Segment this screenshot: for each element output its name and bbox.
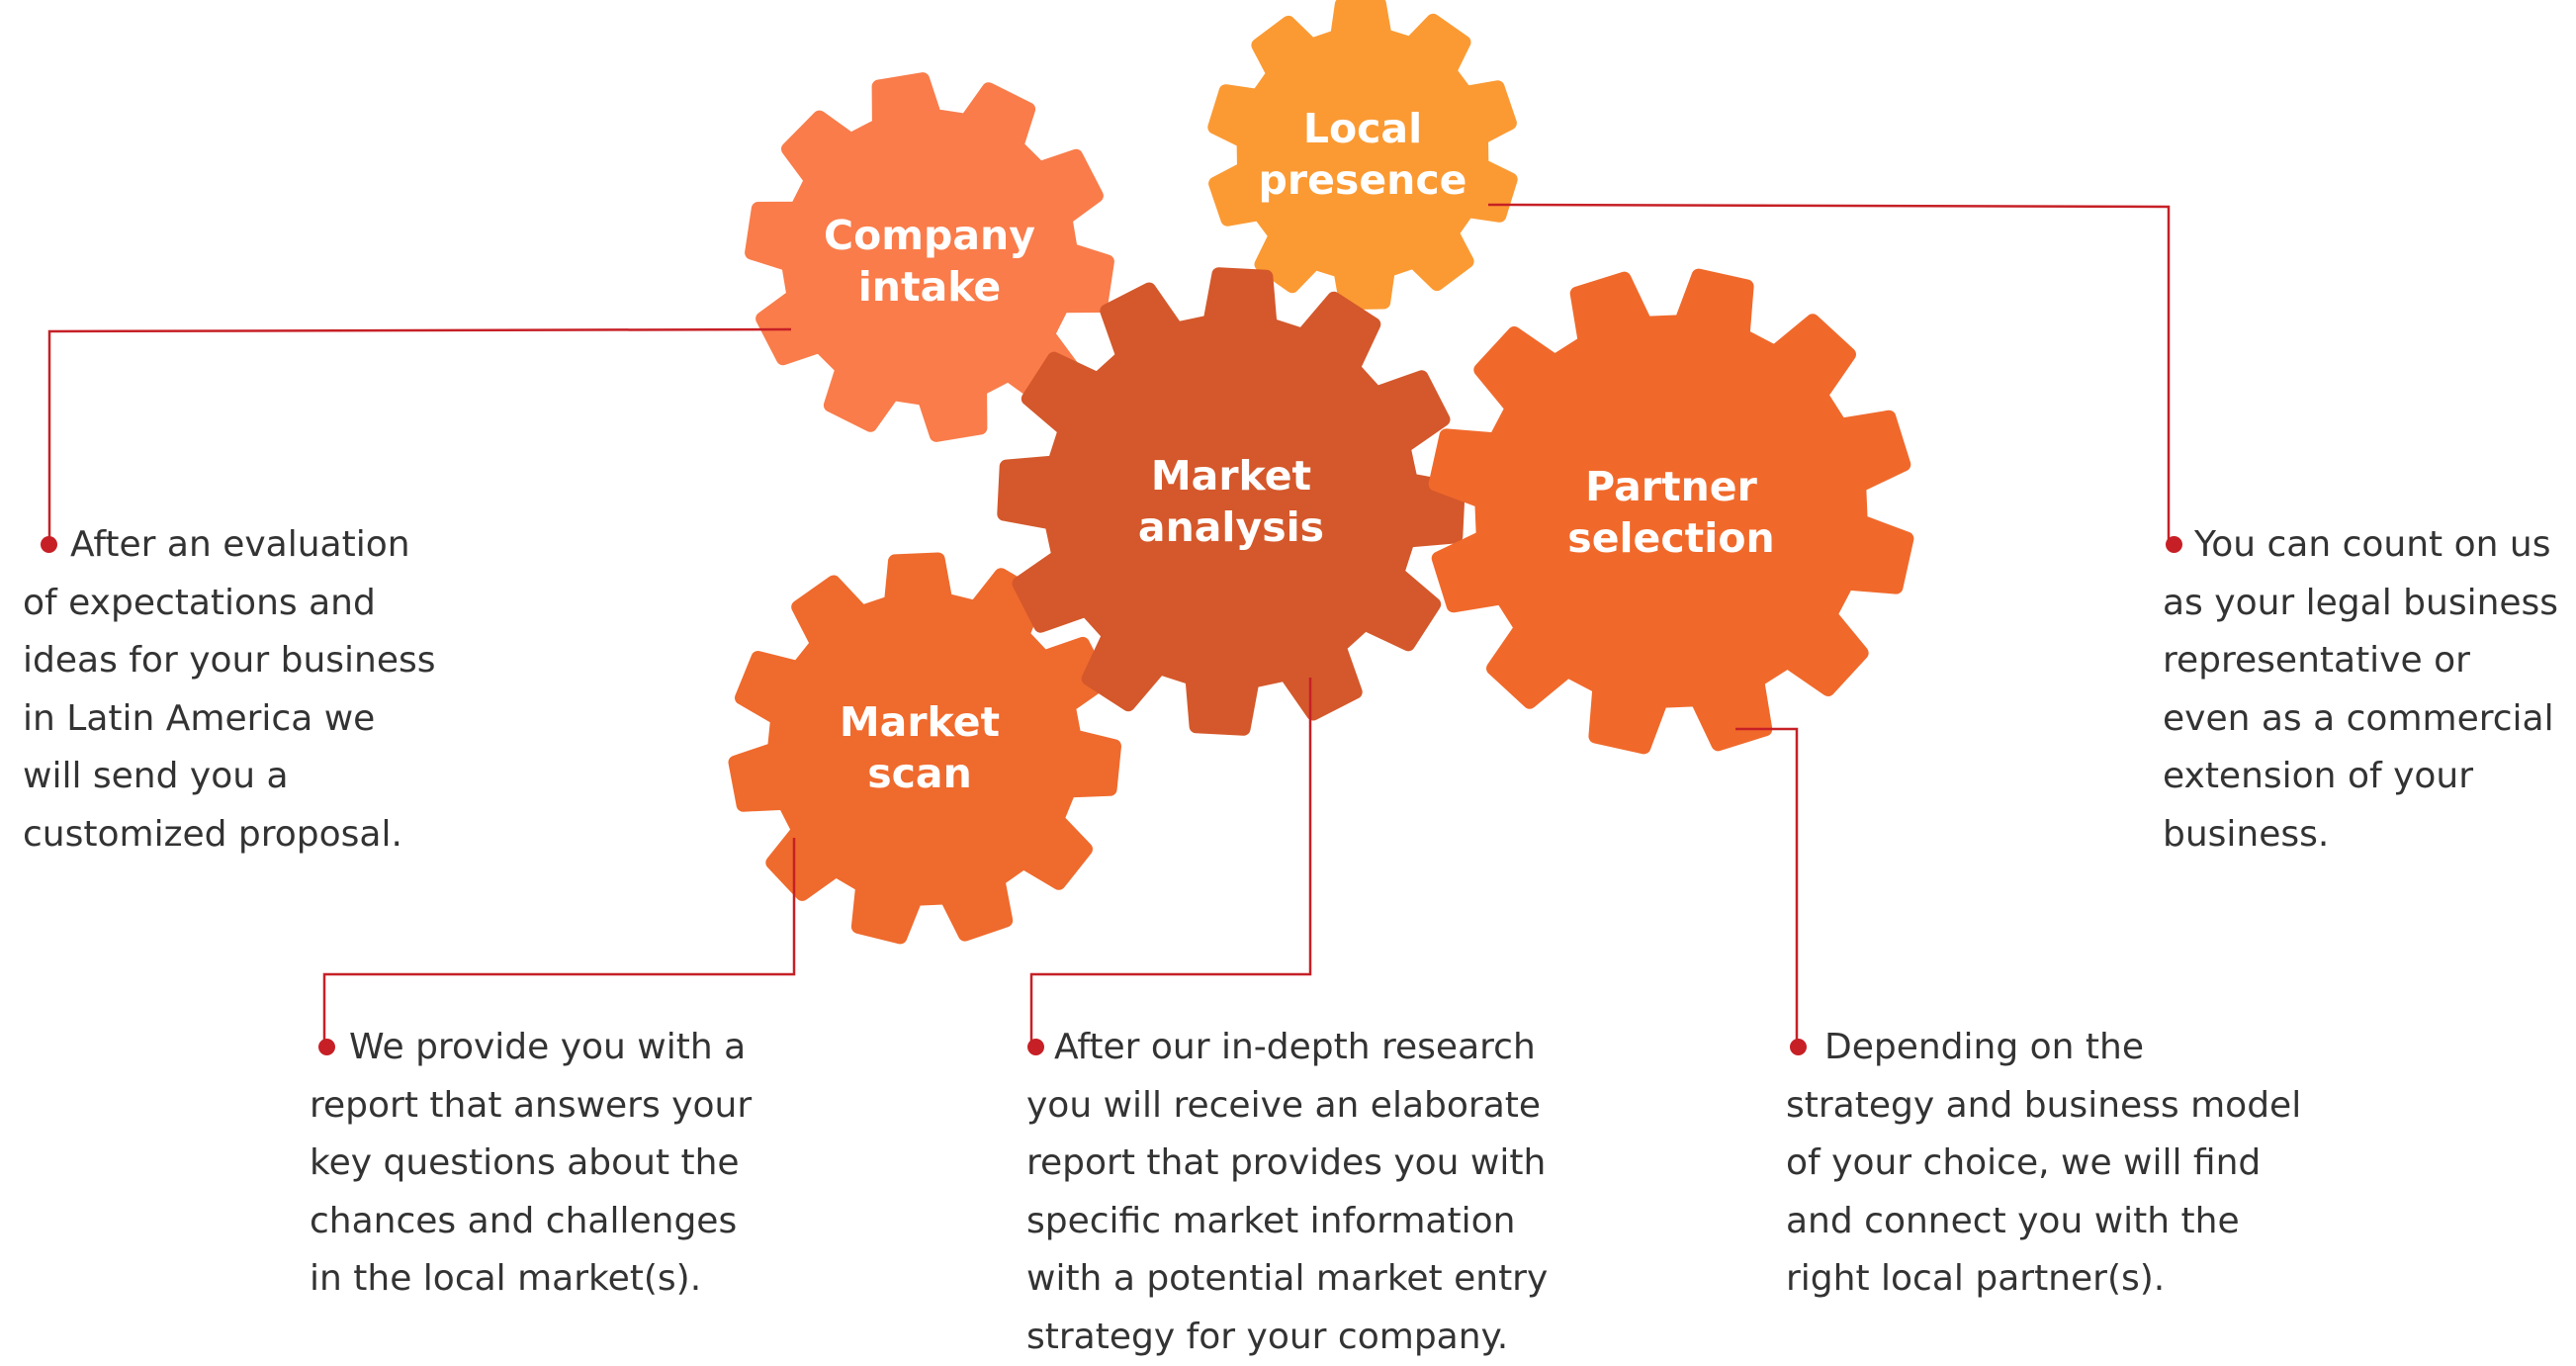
description-line: report that answers your	[310, 1077, 752, 1136]
description-line: report that provides you with	[1026, 1135, 1548, 1193]
description-line: After our in-depth research	[1026, 1019, 1548, 1077]
description-line: strategy for your company.	[1026, 1309, 1548, 1366]
description-line: as your legal business	[2163, 575, 2558, 633]
connector-line-company	[49, 329, 791, 544]
description-partner-selection: Depending on the strategy and business m…	[1786, 1019, 2301, 1309]
bullet-dot-icon	[1027, 1039, 1044, 1055]
gear-label-analysis-line1: Market	[1088, 450, 1375, 501]
description-line: of your choice, we will find	[1786, 1135, 2301, 1193]
description-line: chances and challenges	[310, 1193, 752, 1251]
gear-label-analysis-line2: analysis	[1088, 501, 1375, 553]
bullet-dot-icon	[41, 536, 57, 553]
description-line: extension of your	[2163, 748, 2558, 806]
description-line: After an evaluation	[23, 516, 436, 575]
description-line: Depending on the	[1786, 1019, 2301, 1077]
description-line: strategy and business model	[1786, 1077, 2301, 1136]
description-line: You can count on us	[2163, 516, 2558, 575]
description-line: of expectations and	[23, 575, 436, 633]
description-market-scan: We provide you with a report that answer…	[310, 1019, 752, 1309]
description-line: right local partner(s).	[1786, 1250, 2301, 1309]
gear-label-company: Company intake	[791, 210, 1068, 313]
description-line: will send you a	[23, 748, 436, 806]
gear-label-company-line1: Company	[791, 210, 1068, 261]
description-line: customized proposal.	[23, 806, 436, 865]
description-line: specific market information	[1026, 1193, 1548, 1251]
description-line: ideas for your business	[23, 632, 436, 690]
gear-label-partner-line2: selection	[1528, 512, 1815, 564]
gear-label-local-line2: presence	[1224, 154, 1501, 206]
gear-label-local-line1: Local	[1224, 103, 1501, 154]
gear-label-scan-line2: scan	[781, 748, 1058, 799]
gear-label-analysis: Market analysis	[1088, 450, 1375, 553]
description-local-presence: You can count on us as your legal busine…	[2163, 516, 2558, 864]
description-line: in Latin America we	[23, 690, 436, 749]
gear-label-partner-line1: Partner	[1528, 461, 1815, 512]
description-line: representative or	[2163, 632, 2558, 690]
description-line: and connect you with the	[1786, 1193, 2301, 1251]
description-company-intake: After an evaluation of expectations and …	[23, 516, 436, 864]
connector-line-partner	[1735, 729, 1797, 1048]
connector-line-scan	[324, 838, 794, 1048]
description-line: business.	[2163, 806, 2558, 865]
bullet-dot-icon	[1790, 1039, 1807, 1055]
description-line: with a potential market entry	[1026, 1250, 1548, 1309]
gear-label-local: Local presence	[1224, 103, 1501, 206]
bullet-dot-icon	[2166, 536, 2182, 553]
gear-label-scan: Market scan	[781, 696, 1058, 799]
gear-label-partner: Partner selection	[1528, 461, 1815, 564]
description-line: in the local market(s).	[310, 1250, 752, 1309]
gear-label-scan-line1: Market	[781, 696, 1058, 748]
bullet-dot-icon	[318, 1039, 335, 1055]
description-line: key questions about the	[310, 1135, 752, 1193]
description-line: We provide you with a	[310, 1019, 752, 1077]
gear-label-company-line2: intake	[791, 261, 1068, 313]
description-market-analysis: After our in-depth research you will rec…	[1026, 1019, 1548, 1366]
description-line: even as a commercial	[2163, 690, 2558, 749]
description-line: you will receive an elaborate	[1026, 1077, 1548, 1136]
